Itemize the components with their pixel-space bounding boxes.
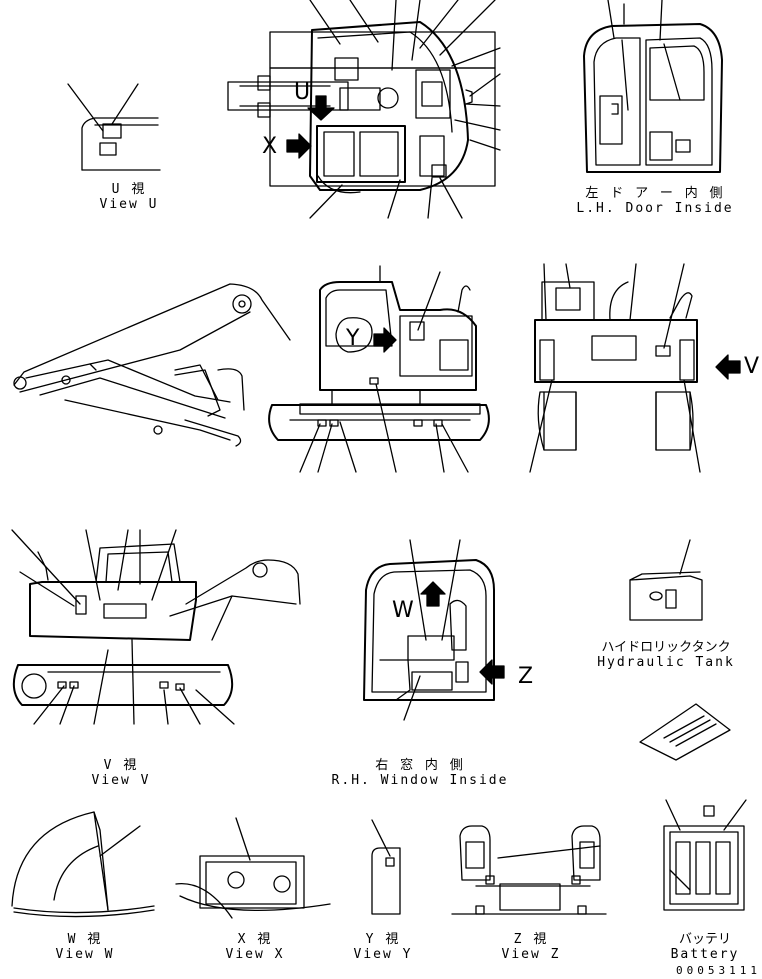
battery-detail (663, 799, 747, 911)
excavator-rear (529, 263, 741, 473)
caption-hydraulic-tank-jp: ハイドロリックタンク (601, 640, 731, 655)
view-x-detail (175, 817, 331, 919)
view-v-excavator (11, 529, 301, 725)
view-w-detail (11, 811, 155, 918)
caption-rh-window-en: R.H. Window Inside (331, 773, 509, 788)
caption-view-v-en: View V (91, 773, 151, 788)
caption-view-u-en: View U (99, 197, 159, 212)
caption-door: 左 ド ア ー 内 側 L.H. Door Inside (570, 186, 740, 216)
caption-view-z-en: View Z (501, 947, 561, 962)
caption-rh-window: 右 窓 内 側 R.H. Window Inside (330, 758, 510, 788)
caption-view-v: V 視 View V (76, 758, 166, 788)
caption-rh-window-jp: 右 窓 内 側 (375, 758, 465, 773)
caption-door-en: L.H. Door Inside (576, 201, 734, 216)
rh-window-inside (363, 539, 505, 721)
arrow-letter-z: Z (518, 664, 534, 689)
caption-view-w: W 視 View W (40, 932, 130, 962)
door-inside (583, 0, 723, 173)
caption-battery: バッテリ Battery (660, 932, 750, 962)
caption-view-w-en: View W (55, 947, 115, 962)
caption-view-z: Z 視 View Z (486, 932, 576, 962)
caption-battery-jp: バッテリ (678, 932, 731, 947)
caption-view-z-jp: Z 視 (513, 932, 549, 947)
arrow-letter-v: V (744, 354, 760, 379)
caption-view-x: X 視 View X (210, 932, 300, 962)
arrow-letter-y: Y (346, 326, 360, 351)
caption-view-x-jp: X 視 (237, 932, 273, 947)
caption-view-w-jp: W 視 (67, 932, 103, 947)
hydraulic-tank (629, 539, 703, 621)
caption-view-y: Y 視 View Y (338, 932, 428, 962)
caption-view-x-en: View X (225, 947, 285, 962)
caption-view-y-jp: Y 視 (365, 932, 401, 947)
view-u-detail (67, 83, 161, 171)
caption-hydraulic-tank: ハイドロリックタンク Hydraulic Tank (596, 640, 736, 670)
caption-battery-en: Battery (670, 947, 740, 962)
caption-hydraulic-tank-en: Hydraulic Tank (597, 655, 735, 670)
manual-booklet (639, 703, 731, 761)
excavator-side-main (268, 265, 490, 473)
caption-door-jp: 左 ド ア ー 内 側 (585, 186, 725, 201)
top-view-upper (227, 0, 501, 219)
caption-view-v-jp: V 視 (103, 758, 139, 773)
view-y-detail (371, 819, 401, 915)
view-z-detail (451, 825, 607, 915)
arrow-letter-x: X (262, 134, 278, 159)
caption-view-u-jp: U 視 (111, 182, 147, 197)
caption-view-y-en: View Y (353, 947, 413, 962)
excavator-side-left (13, 283, 291, 447)
caption-view-u: U 視 View U (84, 182, 174, 212)
part-code: 00053111 (676, 964, 761, 977)
arrow-letter-w: W (392, 598, 414, 623)
arrow-letter-u: U (294, 80, 311, 105)
